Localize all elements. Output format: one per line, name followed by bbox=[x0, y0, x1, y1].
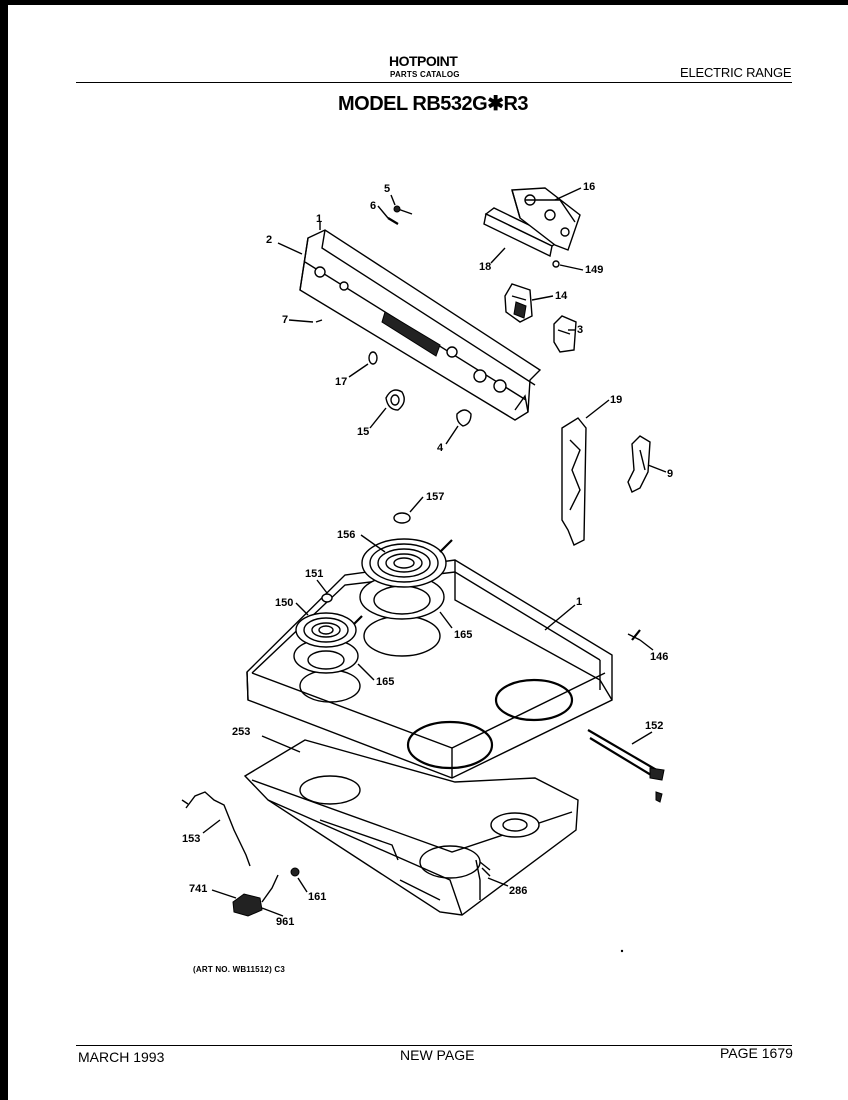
callout-161: 161 bbox=[308, 891, 326, 903]
footer-page: PAGE 1679 bbox=[720, 1045, 793, 1061]
screw-146-drawing bbox=[627, 629, 641, 641]
callout-165-small: 165 bbox=[376, 676, 394, 688]
header-rule bbox=[76, 82, 792, 83]
callout-1-cooktop: 1 bbox=[576, 596, 582, 608]
callout-149: 149 bbox=[585, 264, 603, 276]
control-panel-drawing bbox=[299, 229, 542, 421]
large-element-drawing bbox=[359, 512, 453, 620]
burner-box-drawing bbox=[243, 739, 579, 916]
small-element-drawing bbox=[293, 593, 363, 674]
catalog-subtitle: PARTS CATALOG bbox=[390, 70, 460, 79]
callout-741: 741 bbox=[189, 883, 207, 895]
callout-9: 9 bbox=[667, 468, 673, 480]
callout-18: 18 bbox=[479, 261, 491, 273]
rod-152-drawing bbox=[587, 729, 665, 803]
callout-153: 153 bbox=[182, 833, 200, 845]
callout-2: 2 bbox=[266, 234, 272, 246]
bracket-parts-drawing bbox=[561, 417, 651, 546]
callout-146: 146 bbox=[650, 651, 668, 663]
callout-17: 17 bbox=[335, 376, 347, 388]
callout-961: 961 bbox=[276, 916, 294, 928]
callout-151: 151 bbox=[305, 568, 323, 580]
callout-15: 15 bbox=[357, 426, 369, 438]
callout-1-panel: 1 bbox=[316, 213, 322, 225]
callout-5: 5 bbox=[384, 183, 390, 195]
callout-labels: 1 2 5 6 7 17 15 4 16 18 149 14 3 19 9 15… bbox=[182, 181, 673, 928]
model-title: MODEL RB532G✱R3 bbox=[338, 93, 529, 115]
callout-152: 152 bbox=[645, 720, 663, 732]
knob-parts-drawing bbox=[368, 351, 472, 427]
scan-border-left bbox=[0, 0, 8, 1100]
wiring-parts-drawing bbox=[181, 791, 491, 917]
brand-title: HOTPOINT bbox=[389, 53, 458, 69]
callout-19: 19 bbox=[610, 394, 622, 406]
footer-date: MARCH 1993 bbox=[78, 1049, 165, 1065]
callout-157: 157 bbox=[426, 491, 444, 503]
callout-14: 14 bbox=[555, 290, 568, 302]
category-label: ELECTRIC RANGE bbox=[680, 65, 792, 80]
callout-4: 4 bbox=[437, 442, 444, 454]
screw-parts-drawing bbox=[315, 205, 413, 323]
callout-7: 7 bbox=[282, 314, 288, 326]
callout-16: 16 bbox=[583, 181, 595, 193]
callout-150: 150 bbox=[275, 597, 293, 609]
footer-center: NEW PAGE bbox=[400, 1047, 475, 1063]
callout-156: 156 bbox=[337, 529, 355, 541]
callout-6: 6 bbox=[370, 200, 376, 212]
switch-assembly-drawing bbox=[483, 187, 581, 268]
callout-165-large: 165 bbox=[454, 629, 472, 641]
callout-3: 3 bbox=[577, 324, 583, 336]
art-number: (ART NO. WB11512) C3 bbox=[193, 965, 286, 974]
callout-286: 286 bbox=[509, 885, 527, 897]
leader-lines bbox=[202, 187, 667, 917]
switch-parts-drawing bbox=[504, 283, 577, 353]
footer-rule bbox=[76, 1045, 792, 1046]
callout-253: 253 bbox=[232, 726, 250, 738]
scan-border-top bbox=[0, 0, 848, 5]
